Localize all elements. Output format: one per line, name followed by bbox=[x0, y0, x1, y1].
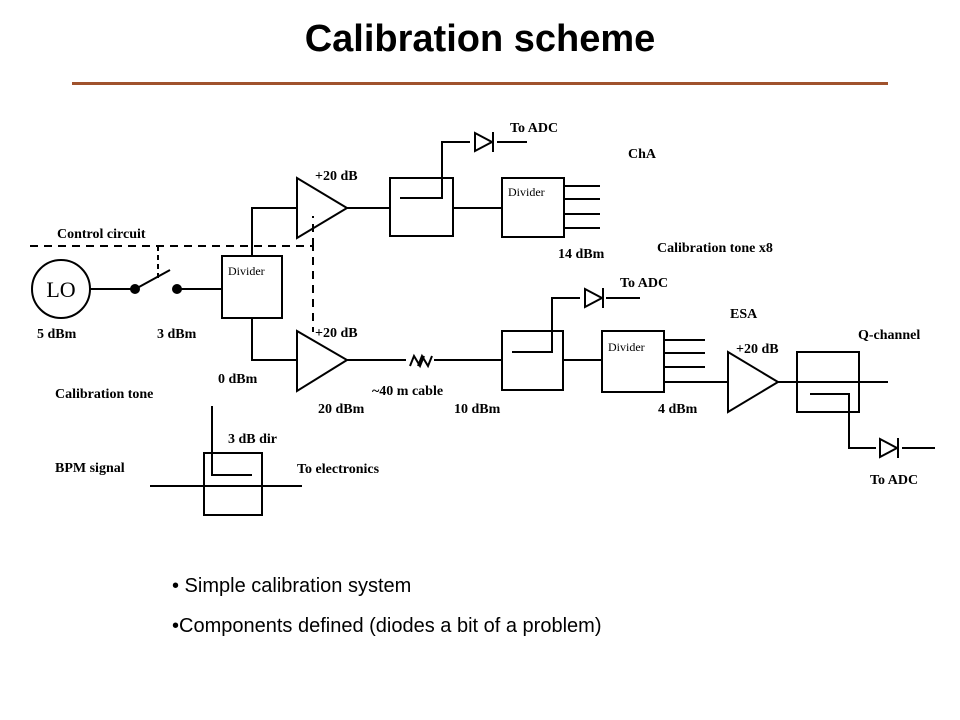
dir-3db-label: 3 dB dir bbox=[228, 432, 277, 447]
cha-label: ChA bbox=[628, 147, 657, 162]
diode-bottom-icon bbox=[879, 437, 900, 459]
to-adc-middle-label: To ADC bbox=[620, 276, 668, 291]
gain-top-label: +20 dB bbox=[315, 169, 358, 184]
divider-esa bbox=[601, 330, 665, 393]
lo-label: LO bbox=[46, 277, 75, 302]
q-channel-label: Q-channel bbox=[858, 328, 920, 343]
cal-tone-x8-label: Calibration tone x8 bbox=[657, 241, 773, 256]
coupler-top bbox=[389, 177, 454, 237]
power-4-label: 4 dBm bbox=[658, 402, 698, 417]
page-title: Calibration scheme bbox=[304, 18, 656, 60]
divider-main-label: Divider bbox=[228, 264, 265, 278]
divider-cha bbox=[501, 177, 565, 238]
to-adc-top-label: To ADC bbox=[510, 121, 558, 136]
amplifier-bottom bbox=[296, 329, 349, 393]
power-20-label: 20 dBm bbox=[318, 402, 365, 417]
to-adc-bottom-label: To ADC bbox=[870, 473, 918, 488]
lo-power-label: 5 dBm bbox=[37, 327, 77, 342]
esa-label: ESA bbox=[730, 307, 758, 322]
divider-cha-label: Divider bbox=[508, 185, 545, 199]
legend-coupler bbox=[203, 452, 263, 516]
bpm-signal-label: BPM signal bbox=[55, 461, 125, 476]
divider-esa-label: Divider bbox=[608, 340, 645, 354]
gain-esa-label: +20 dB bbox=[736, 342, 779, 357]
bullet-list: • Simple calibration system •Components … bbox=[172, 572, 601, 652]
gain-bottom-label: +20 dB bbox=[315, 326, 358, 341]
cable-label: ~40 m cable bbox=[372, 384, 443, 399]
cal-tone-label: Calibration tone bbox=[55, 387, 153, 402]
switch-power-label: 3 dBm bbox=[157, 327, 197, 342]
title-underline bbox=[72, 82, 888, 85]
diode-middle-icon bbox=[584, 287, 605, 309]
power-14-label: 14 dBm bbox=[558, 247, 605, 262]
coupler-q-channel bbox=[796, 351, 860, 413]
bullet-item: • Simple calibration system bbox=[172, 575, 412, 597]
bullet-item: •Components defined (diodes a bit of a p… bbox=[172, 615, 602, 637]
switch-blade bbox=[138, 269, 171, 288]
to-electronics-label: To electronics bbox=[297, 462, 380, 477]
control-circuit-label: Control circuit bbox=[57, 227, 146, 242]
switch-contact-right bbox=[172, 284, 182, 294]
divider-out-power-label: 0 dBm bbox=[218, 372, 258, 387]
coupler-bottom bbox=[501, 330, 564, 391]
amplifier-esa bbox=[727, 350, 780, 414]
power-10-label: 10 dBm bbox=[454, 402, 501, 417]
amplifier-top bbox=[296, 176, 349, 240]
switch-contact-left bbox=[130, 284, 140, 294]
diode-top-icon bbox=[474, 131, 495, 153]
